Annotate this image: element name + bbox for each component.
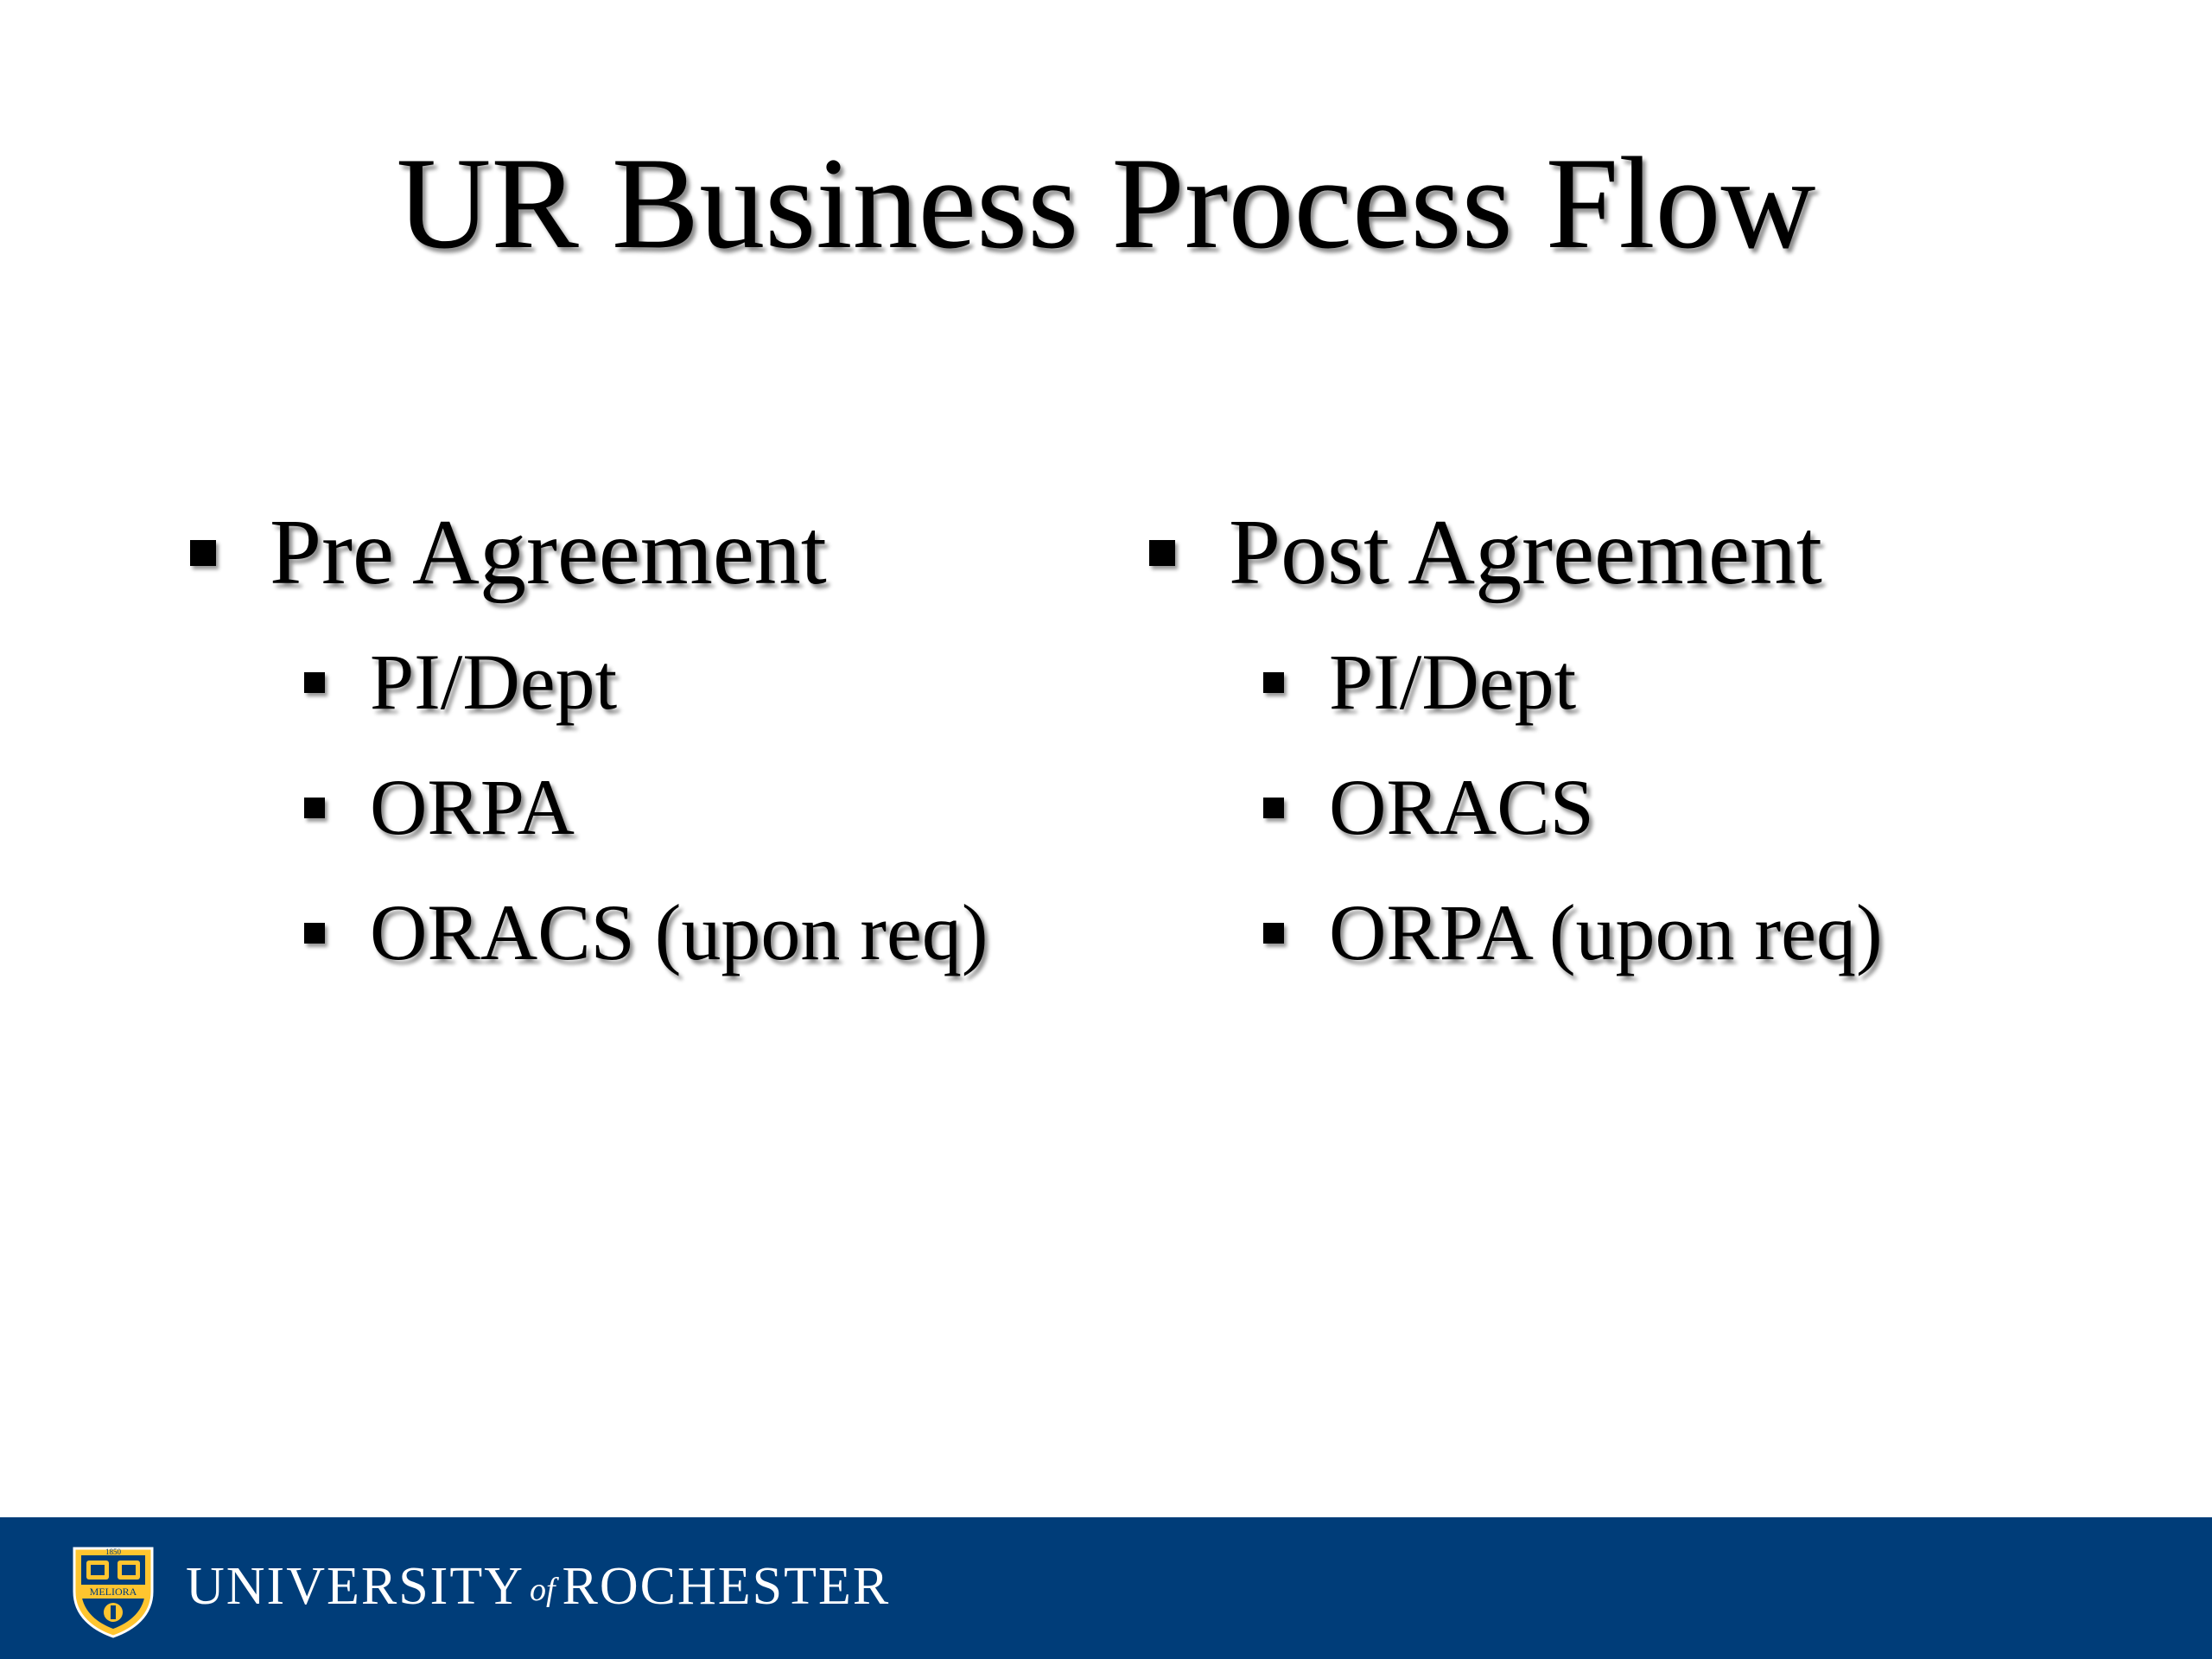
post-agreement-column: Post Agreement PI/Dept ORACS ORPA (upon … xyxy=(1149,497,1883,995)
wordmark-university: UNIVERSITY xyxy=(186,1556,524,1616)
sub-bullet-item: ORACS xyxy=(1263,745,1883,870)
square-bullet-icon xyxy=(1263,922,1284,944)
pre-agreement-column: Pre Agreement PI/Dept ORPA ORACS (upon r… xyxy=(190,497,988,995)
bullet-pre-agreement: Pre Agreement xyxy=(190,497,988,609)
wordmark-of: of xyxy=(529,1572,556,1608)
post-agreement-sublist: PI/Dept ORACS ORPA (upon req) xyxy=(1149,620,1883,995)
bullet-heading: Post Agreement xyxy=(1229,501,1822,604)
sub-bullet-label: PI/Dept xyxy=(1329,638,1577,726)
seal-motto-text: MELIORA xyxy=(90,1586,137,1598)
sub-bullet-item: ORACS (upon req) xyxy=(304,870,988,995)
university-footer-bar: 1850 MELIORA UNIVERSITY of ROCHESTER xyxy=(0,1517,2212,1659)
university-seal-logo: 1850 MELIORA xyxy=(73,1547,154,1638)
square-bullet-icon xyxy=(190,540,216,566)
sub-bullet-label: ORPA xyxy=(370,763,575,851)
sub-bullet-label: ORACS (upon req) xyxy=(370,888,988,976)
sub-bullet-item: ORPA (upon req) xyxy=(1263,870,1883,995)
square-bullet-icon xyxy=(304,797,325,818)
sub-bullet-item: PI/Dept xyxy=(1263,620,1883,745)
sub-bullet-label: ORPA (upon req) xyxy=(1329,888,1883,976)
slide-title: UR Business Process Flow xyxy=(396,130,1816,276)
university-wordmark: UNIVERSITY of ROCHESTER xyxy=(186,1552,890,1621)
bullet-heading: Pre Agreement xyxy=(270,501,827,604)
bullet-post-agreement: Post Agreement xyxy=(1149,497,1883,609)
seal-year-text: 1850 xyxy=(105,1548,122,1556)
sub-bullet-label: ORACS xyxy=(1329,763,1594,851)
square-bullet-icon xyxy=(304,922,325,944)
square-bullet-icon xyxy=(304,671,325,693)
sub-bullet-label: PI/Dept xyxy=(370,638,618,726)
sub-bullet-item: PI/Dept xyxy=(304,620,988,745)
wordmark-rochester: ROCHESTER xyxy=(562,1556,891,1616)
square-bullet-icon xyxy=(1263,797,1284,818)
square-bullet-icon xyxy=(1149,540,1175,566)
square-bullet-icon xyxy=(1263,671,1284,693)
sub-bullet-item: ORPA xyxy=(304,745,988,870)
pre-agreement-sublist: PI/Dept ORPA ORACS (upon req) xyxy=(190,620,988,995)
